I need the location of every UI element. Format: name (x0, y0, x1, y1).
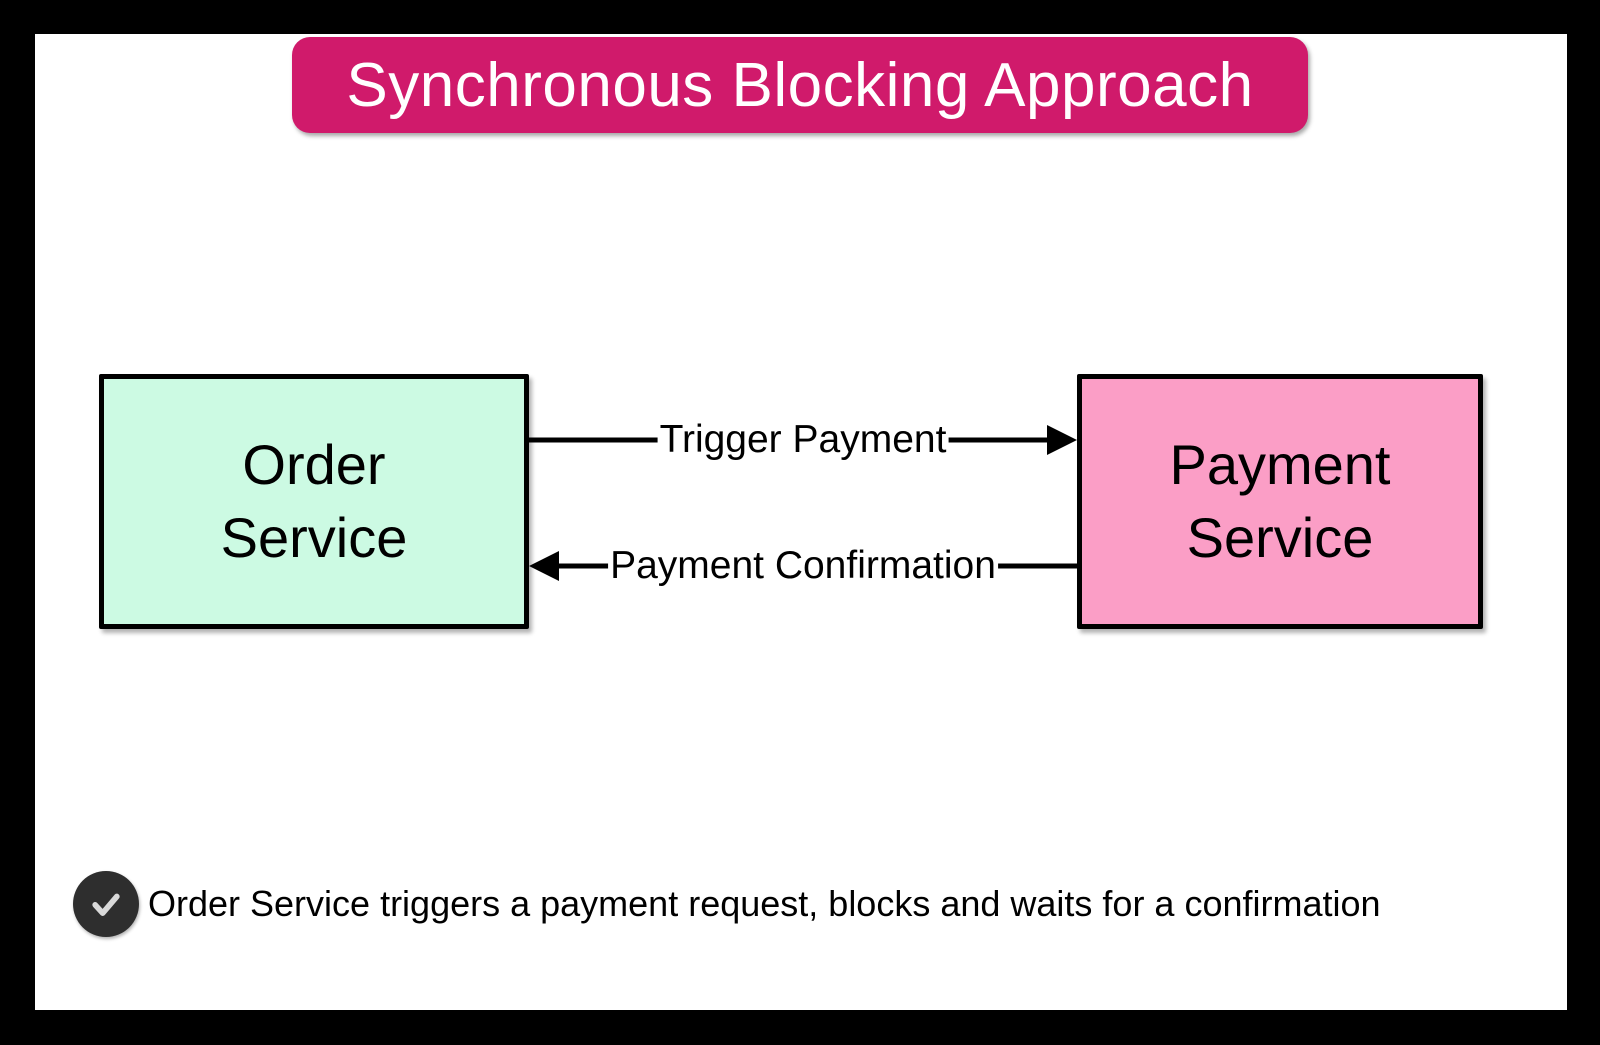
diagram-canvas: Synchronous Blocking Approach Order Serv… (35, 34, 1567, 1010)
title-banner: Synchronous Blocking Approach (292, 37, 1308, 133)
node-payment-service: Payment Service (1077, 374, 1483, 629)
check-icon (73, 871, 139, 937)
arrowhead-right-icon (1047, 425, 1077, 455)
edge-payment-confirmation-label: Payment Confirmation (608, 544, 998, 588)
edge-trigger-payment: Trigger Payment (529, 418, 1077, 462)
node-payment-service-label-line1: Payment (1169, 432, 1391, 496)
node-order-service: Order Service (99, 374, 529, 629)
edge-payment-confirmation: Payment Confirmation (529, 544, 1077, 588)
node-order-service-label-line1: Order (242, 432, 386, 496)
node-order-service-label-line2: Service (220, 505, 408, 569)
node-payment-service-label-line2: Service (1186, 505, 1374, 569)
footnote-text: Order Service triggers a payment request… (148, 883, 1381, 924)
edge-trigger-payment-label: Trigger Payment (657, 418, 949, 462)
footnote: Order Service triggers a payment request… (73, 871, 1381, 937)
page-title: Synchronous Blocking Approach (346, 50, 1254, 120)
arrowhead-left-icon (529, 551, 559, 581)
